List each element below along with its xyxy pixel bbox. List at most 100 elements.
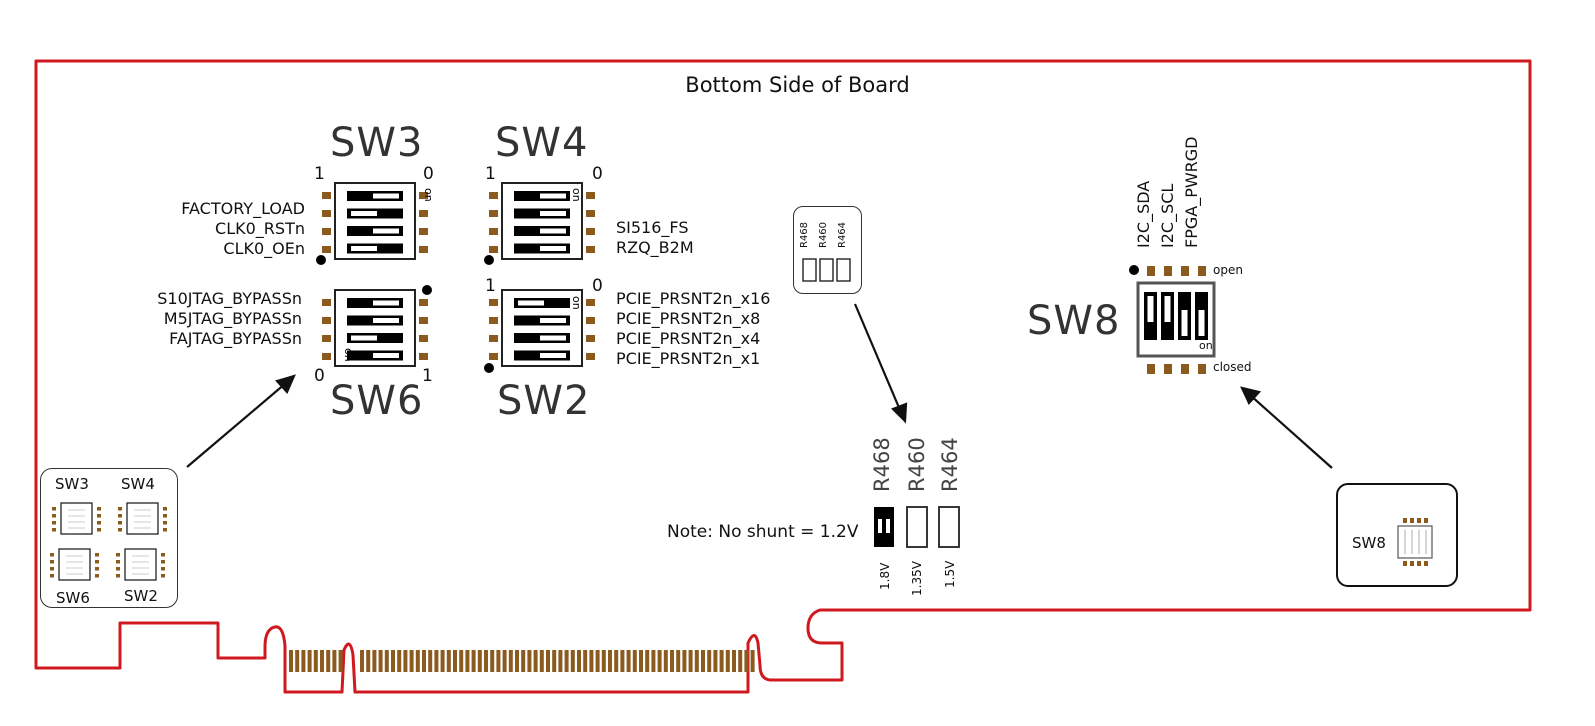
sw6-toggle-knob	[373, 318, 399, 323]
sw6-right-num: 1	[422, 366, 433, 386]
edge-finger	[657, 650, 662, 672]
sw8-pad-bottom	[1164, 364, 1172, 374]
page-title: Bottom Side of Board	[685, 73, 910, 97]
sw2-pad-right	[586, 353, 595, 360]
sw8-pad-bottom	[1181, 364, 1189, 374]
sw8-dip-switch[interactable]	[1129, 265, 1216, 374]
sw2-on-label: on	[570, 296, 583, 310]
edge-finger	[313, 650, 318, 672]
sw3-pad-right	[419, 246, 428, 253]
edge-finger	[391, 650, 395, 672]
sw4-toggle-knob	[540, 193, 566, 199]
callout-shunt-1	[802, 258, 817, 282]
sw8-pad-top	[1198, 266, 1206, 276]
sw8-toggle-knob	[1164, 296, 1171, 322]
sw4-pad-right	[586, 210, 595, 217]
mini-pad	[118, 507, 122, 511]
edge-finger	[570, 650, 575, 672]
resistor-ref-1: R468	[870, 437, 894, 492]
sw8-label-1: I2C_SDA	[1134, 180, 1153, 248]
mini-pad	[52, 514, 56, 518]
sw3-toggle-knob	[351, 246, 377, 251]
resistor-callout-box	[793, 206, 862, 294]
sw4-pad-left	[489, 210, 498, 217]
mini-pad	[50, 574, 54, 578]
mini-pad	[163, 528, 167, 532]
edge-finger	[539, 650, 544, 672]
switch-locator-box[interactable]	[40, 468, 178, 608]
edge-finger	[515, 650, 519, 672]
sw2-toggle-knob	[540, 318, 566, 323]
edge-finger	[701, 650, 705, 672]
mini-pad	[50, 567, 54, 571]
sw2-label-2: PCIE_PRSNT2n_x8	[616, 309, 761, 328]
sw6-title: SW6	[330, 378, 424, 424]
edge-finger	[676, 650, 681, 672]
sw8-body	[1136, 281, 1216, 358]
sw4-dip-switch[interactable]: on	[484, 182, 595, 265]
sw4-title: SW4	[495, 120, 589, 166]
sw4-pad-right	[586, 246, 595, 253]
sw3-label-2: CLK0_RSTn	[215, 219, 305, 238]
sw6-dip-switch[interactable]: on	[322, 285, 432, 367]
sw3-pad-left	[322, 246, 331, 253]
sw2-labels: PCIE_PRSNT2n_x16 PCIE_PRSNT2n_x8 PCIE_PR…	[616, 289, 770, 369]
edge-finger	[332, 650, 337, 672]
sw6-pad-right	[419, 335, 428, 342]
sw6-pad-left	[322, 335, 331, 342]
sw6-toggle-knob	[351, 335, 377, 341]
mini-chip-body	[124, 548, 157, 581]
sw8-toggle-knob	[1181, 310, 1188, 336]
sw6-pad-right	[419, 353, 428, 360]
edge-finger	[459, 650, 464, 672]
edge-finger	[707, 650, 712, 672]
sw6-label-2: M5JTAG_BYPASSn	[163, 309, 302, 328]
mini-chip-body	[60, 502, 93, 535]
sw3-toggle-knob	[373, 193, 399, 199]
sw3-dip-switch[interactable]: on	[316, 182, 435, 265]
sw4-toggle-knob	[540, 246, 566, 251]
mini-sw6	[50, 548, 99, 581]
sw8-title: SW8	[1027, 298, 1121, 344]
sw2-dip-switch[interactable]: on	[484, 289, 595, 373]
mini-pad	[161, 567, 165, 571]
mini-pad	[116, 574, 120, 578]
edge-finger	[440, 650, 445, 672]
locator-sw8: SW8	[1352, 534, 1386, 552]
sw3-left-num: 1	[314, 164, 325, 184]
mini-pad	[1403, 561, 1407, 566]
mini-pad	[50, 560, 54, 564]
sw4-labels: SI516_FS RZQ_B2M	[616, 218, 694, 258]
sw6-pin1-dot	[422, 285, 432, 295]
edge-finger	[409, 650, 414, 672]
sw2-pad-left	[489, 353, 498, 360]
sw3-pad-right	[419, 192, 428, 199]
sw8-pad-top	[1164, 266, 1172, 276]
resistor-voltage-2: 1.35V	[910, 561, 924, 596]
edge-finger	[521, 650, 526, 672]
sw3-pad-right	[419, 228, 428, 235]
arrow-to-sw6	[186, 382, 287, 468]
pcie-edge-fingers	[289, 650, 755, 672]
resistor-ref-2: R460	[905, 437, 929, 492]
shunt-note: Note: No shunt = 1.2V	[667, 522, 859, 542]
mini-pad	[1403, 518, 1407, 523]
sw8-pad-top	[1181, 266, 1189, 276]
edge-finger	[434, 650, 439, 672]
sw3-labels: FACTORY_LOAD CLK0_RSTn CLK0_OEn	[181, 199, 305, 259]
sw6-pad-left	[322, 353, 331, 360]
sw4-pad-right	[586, 228, 595, 235]
sw2-label-3: PCIE_PRSNT2n_x4	[616, 329, 761, 348]
mini-chip-body	[58, 548, 91, 581]
mini-pad	[97, 521, 101, 525]
mini-pad	[163, 514, 167, 518]
edge-finger	[583, 650, 588, 672]
mini-pad	[95, 567, 99, 571]
sw8-locator-box[interactable]	[1336, 483, 1458, 587]
sw6-on-label: on	[342, 348, 355, 362]
mini-pad	[116, 560, 120, 564]
locator-sw6: SW6	[56, 589, 90, 607]
sw4-right-num: 0	[592, 164, 603, 184]
sw4-pin1-dot	[484, 255, 494, 265]
edge-finger	[320, 650, 324, 672]
